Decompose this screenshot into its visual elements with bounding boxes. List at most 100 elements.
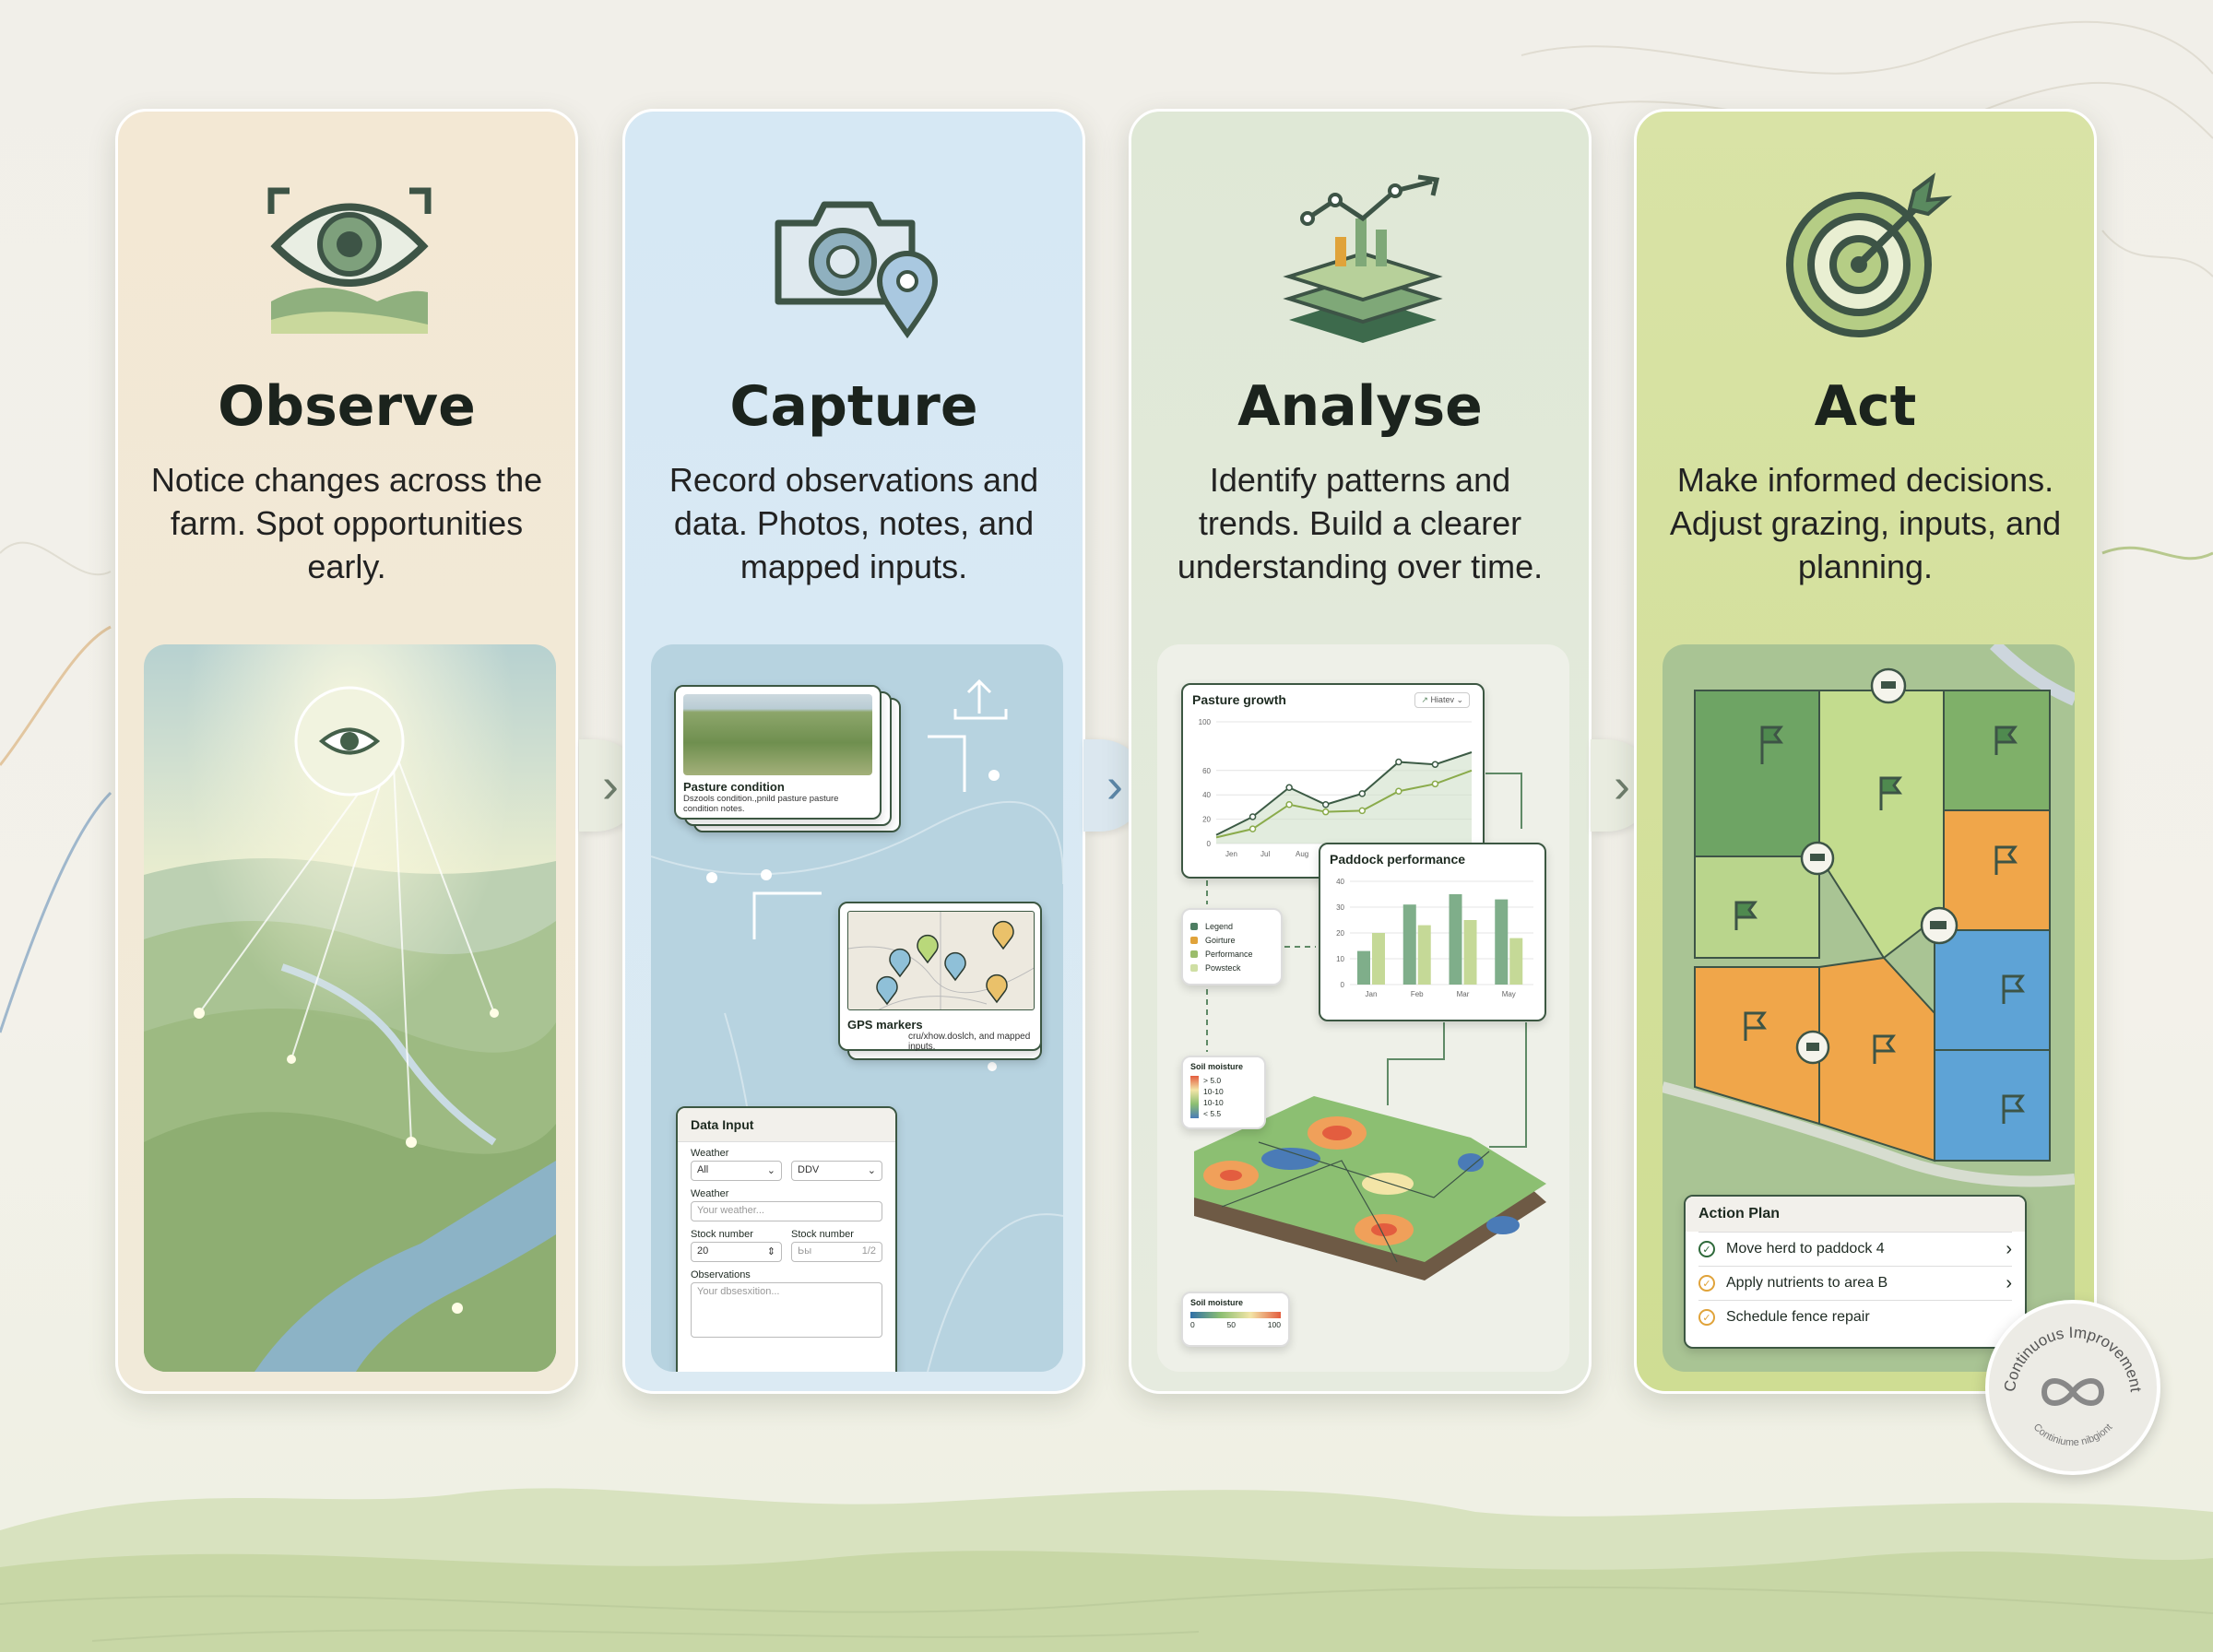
svg-text:Continuous Improvement: Continuous Improvement xyxy=(2001,1324,2145,1393)
legend-label: Powsteck xyxy=(1205,962,1241,973)
legend-swatch xyxy=(1190,936,1198,944)
chevron-down-icon: ⌄ xyxy=(766,1165,775,1176)
legend-label: Goirture xyxy=(1205,935,1236,945)
select-value: All xyxy=(697,1164,709,1175)
stepper-icon: ⇕ xyxy=(766,1246,775,1257)
chevron-right-icon: › xyxy=(1614,758,1630,813)
data-point xyxy=(1321,801,1330,808)
check-circle-icon: ✓ xyxy=(1698,1309,1715,1326)
soil-legend-item: 10-10 xyxy=(1203,1087,1224,1096)
legend-label: Performance xyxy=(1205,949,1253,959)
chart-range-dropdown[interactable]: ↗ Hiatev ⌄ xyxy=(1414,692,1470,708)
step-card-capture: Capture Record observations and data. Ph… xyxy=(622,109,1085,1394)
weather-select-2[interactable]: DDV ⌄ xyxy=(791,1161,882,1181)
legend-swatch xyxy=(1190,950,1198,958)
soil-legend-item: > 5.0 xyxy=(1203,1076,1222,1085)
pasture-photo xyxy=(683,694,872,775)
stock-number-input[interactable]: Ьы 1/2 xyxy=(791,1242,882,1262)
step-title: Analyse xyxy=(1237,374,1483,439)
bar xyxy=(1449,894,1462,985)
y-tick-label: 20 xyxy=(1336,929,1344,938)
observations-textarea[interactable]: Your dbsesxition... xyxy=(691,1282,882,1338)
action-item[interactable]: ✓ Schedule fence repair xyxy=(1698,1300,2012,1334)
series-line xyxy=(1215,751,1473,836)
trend-icon: ↗ xyxy=(1421,695,1431,704)
step-description: Record observations and data. Photos, no… xyxy=(669,461,1039,585)
y-tick-label: 0 xyxy=(1207,840,1212,848)
step-title: Observe xyxy=(218,374,476,439)
bar xyxy=(1402,904,1416,985)
badge-top-text: Continuous Improvement xyxy=(2001,1324,2145,1393)
stock-label: Stock number xyxy=(791,1229,854,1240)
x-tick-label: Jen xyxy=(1225,850,1237,858)
chevron-right-icon: › xyxy=(2006,1272,2012,1293)
pasture-condition-card[interactable]: Pasture condition Dszools condition.,pni… xyxy=(674,685,882,820)
x-tick-label: May xyxy=(1502,990,1516,998)
placeholder: Ьы xyxy=(798,1245,812,1257)
weather-label: Weather xyxy=(691,1148,729,1159)
step-card-analyse: Analyse Identify patterns and trends. Bu… xyxy=(1129,109,1592,1394)
check-circle-icon: ✓ xyxy=(1698,1275,1715,1292)
action-item[interactable]: ✓Move herd to paddock 4› xyxy=(1698,1232,2012,1266)
data-point xyxy=(1249,813,1257,820)
layers-chart-icon xyxy=(1283,174,1443,343)
y-tick-label: 10 xyxy=(1336,955,1344,963)
step-title: Capture xyxy=(729,374,978,439)
dropdown-value: Hiatev xyxy=(1430,695,1454,704)
weather-input[interactable]: Your weather... xyxy=(691,1201,882,1221)
scale-tick: 0 xyxy=(1190,1320,1195,1329)
chevron-down-icon: ⌄ xyxy=(867,1165,876,1176)
legend-item: Goirture xyxy=(1190,933,1273,947)
action-plan-title: Action Plan xyxy=(1686,1197,2025,1232)
camera-location-icon xyxy=(775,201,939,339)
series-line xyxy=(1215,769,1473,839)
data-point xyxy=(1285,801,1293,808)
bar xyxy=(1357,950,1370,985)
gps-map xyxy=(847,911,1036,1012)
target-arrow-icon xyxy=(1786,172,1953,337)
weather-select-1[interactable]: All ⌄ xyxy=(691,1161,782,1181)
bar xyxy=(1417,925,1431,985)
gps-pin-icon xyxy=(986,974,1008,1004)
capture-illustration: Pasture condition Dszools condition.,pni… xyxy=(651,644,1063,1372)
check-circle-icon: ✓ xyxy=(1698,1241,1715,1257)
action-label: Schedule fence repair xyxy=(1726,1309,1870,1325)
y-tick-label: 100 xyxy=(1199,718,1212,726)
suffix: 1/2 xyxy=(861,1245,876,1257)
bar xyxy=(1495,899,1509,985)
chevron-right-icon: › xyxy=(2006,1238,2012,1259)
color-scale xyxy=(1190,1312,1281,1318)
paddock-map xyxy=(1663,644,2075,1187)
gps-pin-icon xyxy=(876,975,898,1006)
chart-title: Pasture growth xyxy=(1192,692,1286,707)
action-label: Apply nutrients to area B xyxy=(1726,1275,1888,1291)
soil-moisture-heatmap xyxy=(1203,1116,1520,1245)
photo-card-text: Dszools condition.,pnild pasture pasture… xyxy=(683,794,839,814)
gps-pin-icon xyxy=(889,948,911,978)
y-tick-label: 0 xyxy=(1341,981,1345,989)
continuous-improvement-badge: Continuous Improvement Continiume nibgio… xyxy=(1985,1300,2160,1475)
chart-title: Paddock performance xyxy=(1330,852,1466,867)
weather-label: Weather xyxy=(691,1188,729,1199)
action-item[interactable]: ✓ Apply nutrients to area B › xyxy=(1698,1266,2012,1300)
step-title: Act xyxy=(1814,374,1917,439)
form-title: Data Input xyxy=(678,1108,895,1142)
data-point xyxy=(1358,790,1367,797)
gps-card-title: GPS markers xyxy=(847,1018,923,1032)
step-card-observe: Observe Notice changes across the farm. … xyxy=(115,109,578,1394)
select-value: DDV xyxy=(798,1164,820,1175)
legend-swatch xyxy=(1190,963,1198,972)
color-ramp xyxy=(1190,1076,1199,1118)
stock-number-stepper[interactable]: 20⇕ xyxy=(691,1242,782,1262)
gps-markers-card[interactable]: GPS markers cru/xhow.doslch, and mapped … xyxy=(838,902,1042,1052)
soil-legend-item: 10-10 xyxy=(1203,1098,1224,1107)
data-point xyxy=(1431,780,1439,788)
bar xyxy=(1463,920,1477,985)
soil-legend-item: < 5.5 xyxy=(1203,1109,1222,1118)
legend-item: Performance xyxy=(1190,947,1273,961)
x-tick-label: Jan xyxy=(1366,990,1378,998)
gps-pin-icon xyxy=(992,920,1014,950)
x-tick-label: Jul xyxy=(1260,850,1270,858)
